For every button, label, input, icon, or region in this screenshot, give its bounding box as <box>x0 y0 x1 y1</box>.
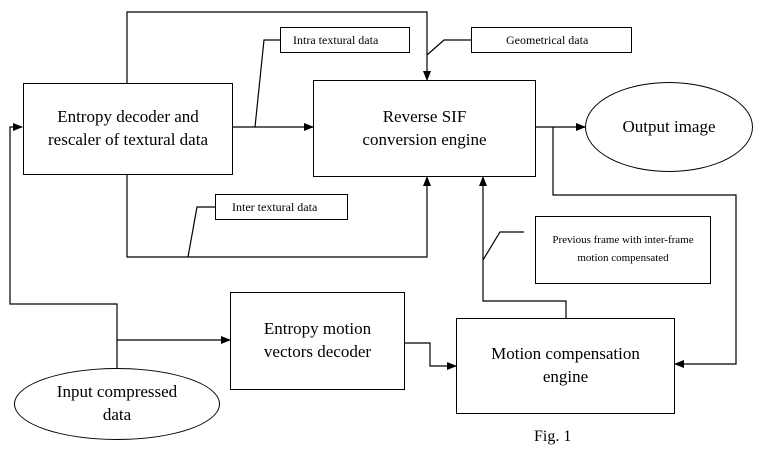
input-compressed-ellipse: Input compressed data <box>14 368 220 440</box>
geometrical-data-label: Geometrical data <box>471 27 632 53</box>
motion-compensation-box: Motion compensation engine <box>456 318 675 414</box>
input-compressed-label: Input compressed data <box>56 382 178 424</box>
intra-textural-label: Intra textural data <box>280 27 410 53</box>
input-path <box>9 123 118 368</box>
previous-frame-path <box>479 176 567 318</box>
motion-vectors-path <box>405 342 457 370</box>
reverse-sif-label: Reverse SIF conversion engine <box>362 106 487 149</box>
inter-data-path <box>126 175 431 258</box>
entropy-motion-box: Entropy motion vectors decoder <box>230 292 405 390</box>
previous-frame-leader <box>482 231 524 261</box>
intra-leader <box>254 39 280 128</box>
inter-textural-label: Inter textural data <box>215 194 348 220</box>
figure-caption: Fig. 1 <box>534 428 572 445</box>
geometrical-data-path <box>126 11 431 83</box>
entropy-decoder-label: Entropy decoder and rescaler of textural… <box>48 107 208 149</box>
feedback-path <box>552 127 737 368</box>
geometrical-leader <box>426 39 471 56</box>
entropy-decoder-box: Entropy decoder and rescaler of textural… <box>23 83 233 175</box>
output-image-ellipse: Output image <box>585 82 753 172</box>
inter-leader <box>187 206 215 258</box>
previous-frame-label: Previous frame with inter-frame motion c… <box>535 216 711 284</box>
entropy-motion-label: Entropy motion vectors decoder <box>263 319 372 361</box>
reverse-sif-box: Reverse SIF conversion engine <box>313 80 536 177</box>
output-image-label: Output image <box>622 116 716 136</box>
motion-compensation-label: Motion compensation engine <box>491 344 640 386</box>
